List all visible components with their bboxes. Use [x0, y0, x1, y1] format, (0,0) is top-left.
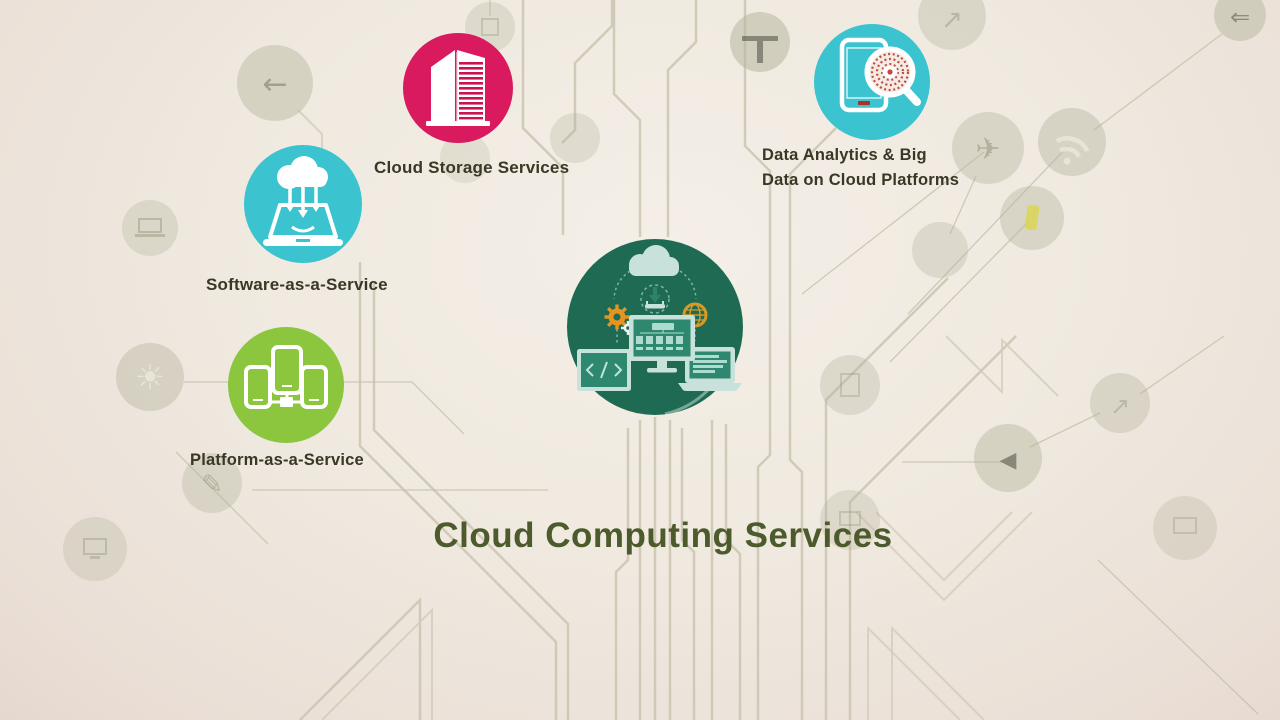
svg-text:←: ← [262, 67, 287, 102]
bg-node-dot2-icon [912, 222, 968, 278]
bg-node-screen-icon [1153, 496, 1217, 560]
cloud-icon [629, 245, 679, 276]
tablet-magnifier-icon [839, 37, 921, 113]
bg-node-pointer-icon: ↗ [1090, 373, 1150, 433]
bg-node-wifi-icon [1038, 108, 1106, 176]
bg-node-plane-icon: ✈ [952, 112, 1024, 184]
svg-text:✎: ✎ [201, 470, 223, 500]
node-software-as-a-service [244, 145, 362, 263]
node-cloud-storage [403, 33, 513, 143]
laptop-icon [678, 347, 742, 391]
bg-node-battery-icon [1000, 186, 1064, 250]
data-analytics-label-line2: Data on Cloud Platforms [762, 171, 960, 189]
svg-text:↗: ↗ [1110, 392, 1130, 420]
bg-node-arrow-up-icon: ↗ [918, 0, 986, 50]
download-icon [645, 287, 665, 309]
node-platform-as-a-service [228, 327, 344, 443]
data-analytics-label-line1: Data Analytics & Big [762, 146, 927, 164]
bg-node-monitor-icon [63, 517, 127, 581]
svg-text:⇐: ⇐ [1230, 3, 1250, 31]
svg-text:✈: ✈ [975, 132, 1000, 167]
bg-node-double-arrow-icon: ⇐ [1214, 0, 1266, 41]
bg-node-document-icon [820, 355, 880, 415]
cloud-computing-devices-icon [567, 239, 743, 416]
data-analytics-label: Data Analytics & Big Data on Cloud Platf… [762, 143, 959, 193]
connected-devices-icon [244, 345, 328, 409]
svg-text:◀: ◀ [1000, 448, 1017, 473]
bg-node-dot-icon [550, 113, 600, 163]
node-data-analytics [814, 24, 930, 140]
svg-text:↗: ↗ [941, 5, 963, 35]
paas-label: Platform-as-a-Service [190, 451, 364, 469]
saas-label: Software-as-a-Service [206, 275, 388, 294]
bg-node-blob-icon [440, 133, 490, 183]
bg-node-undo-arrow-icon: ← [237, 45, 313, 121]
main-title: Cloud Computing Services [433, 516, 893, 555]
building-icon [426, 50, 490, 126]
bg-node-laptop-icon [122, 200, 178, 256]
circuit-traces [175, 0, 1259, 720]
cloud-download-tablet-icon [263, 156, 343, 246]
bg-node-plug-icon [730, 12, 790, 72]
node-cloud-computing-center [565, 237, 745, 417]
bg-node-arrow-left-icon: ◀ [974, 424, 1042, 492]
bg-node-pencil-icon: ✎ [182, 453, 242, 513]
monitor-icon [629, 315, 695, 373]
cloud-storage-label: Cloud Storage Services [374, 158, 570, 177]
code-window-icon [577, 349, 631, 391]
bg-node-printer-icon [820, 490, 880, 550]
bg-node-sun-icon: ☀ [116, 343, 184, 411]
svg-text:☀: ☀ [135, 358, 165, 398]
